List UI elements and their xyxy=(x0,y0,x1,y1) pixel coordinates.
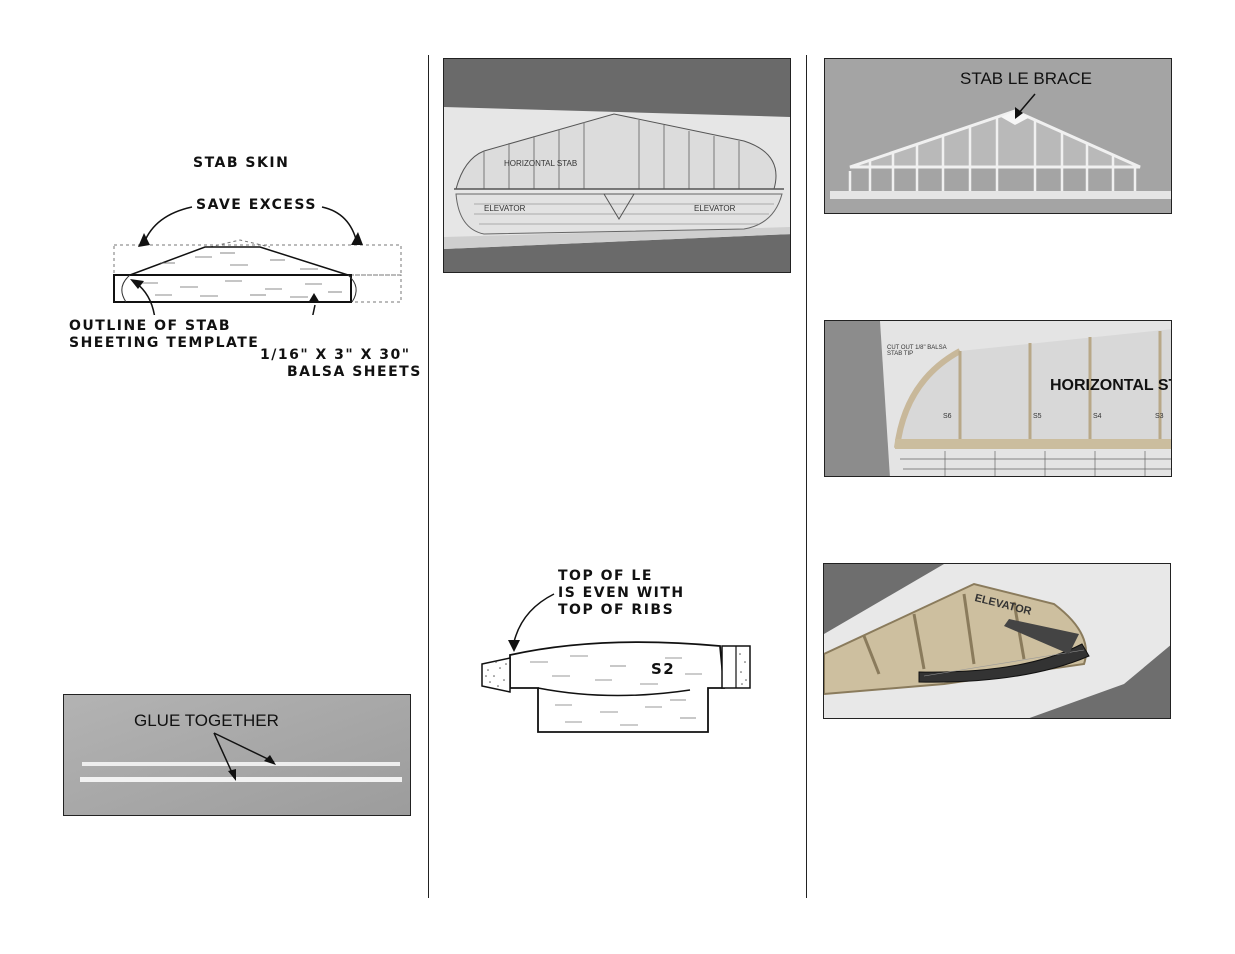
rib-number-s5: S5 xyxy=(1033,413,1042,420)
plan-elevator-right: ELEVATOR xyxy=(694,204,736,213)
rib-label-line2: IS EVEN WITH xyxy=(558,585,685,601)
column-divider-right xyxy=(806,55,807,898)
stab-tip-photo: HORIZONTAL ST CUT OUT 1/8" BALSA STAB TI… xyxy=(824,320,1172,477)
elevator-tip-photo: ELEVATOR xyxy=(823,563,1171,719)
glue-together-label: GLUE TOGETHER xyxy=(134,711,279,730)
rib-drawing xyxy=(481,593,751,733)
rib-number-s6: S6 xyxy=(943,413,952,420)
rib-number-s3: S3 xyxy=(1155,413,1164,420)
glue-together-photo: GLUE TOGETHER xyxy=(63,694,411,816)
rib-label-line3: TOP OF RIBS xyxy=(558,602,675,618)
balsa-label-line1: 1/16" X 3" X 30" xyxy=(260,347,411,363)
stab-plan-photo: HORIZONTAL STAB ELEVATOR ELEVATOR xyxy=(443,58,791,273)
stab-tip-note: CUT OUT 1/8" BALSA STAB TIP xyxy=(887,345,947,357)
stab-skin-drawing xyxy=(113,206,402,315)
plan-elevator-left: ELEVATOR xyxy=(484,204,526,213)
rib-name: S2 xyxy=(651,660,676,678)
save-excess-label: SAVE EXCESS xyxy=(196,197,317,213)
column-divider-left xyxy=(428,55,429,898)
stab-le-brace-label: STAB LE BRACE xyxy=(960,69,1092,88)
balsa-label-line2: BALSA SHEETS xyxy=(287,364,422,380)
stab-le-brace-photo: STAB LE BRACE xyxy=(824,58,1172,214)
outline-label-line2: SHEETING TEMPLATE xyxy=(69,335,260,351)
plan-stab-label: HORIZONTAL STAB xyxy=(504,159,578,168)
outline-label-line1: OUTLINE OF STAB xyxy=(69,318,231,334)
rib-label-line1: TOP OF LE xyxy=(558,568,653,584)
stab-tip-label: HORIZONTAL ST xyxy=(1050,377,1172,394)
rib-number-s4: S4 xyxy=(1093,413,1102,420)
stab-skin-title: STAB SKIN xyxy=(193,155,290,171)
